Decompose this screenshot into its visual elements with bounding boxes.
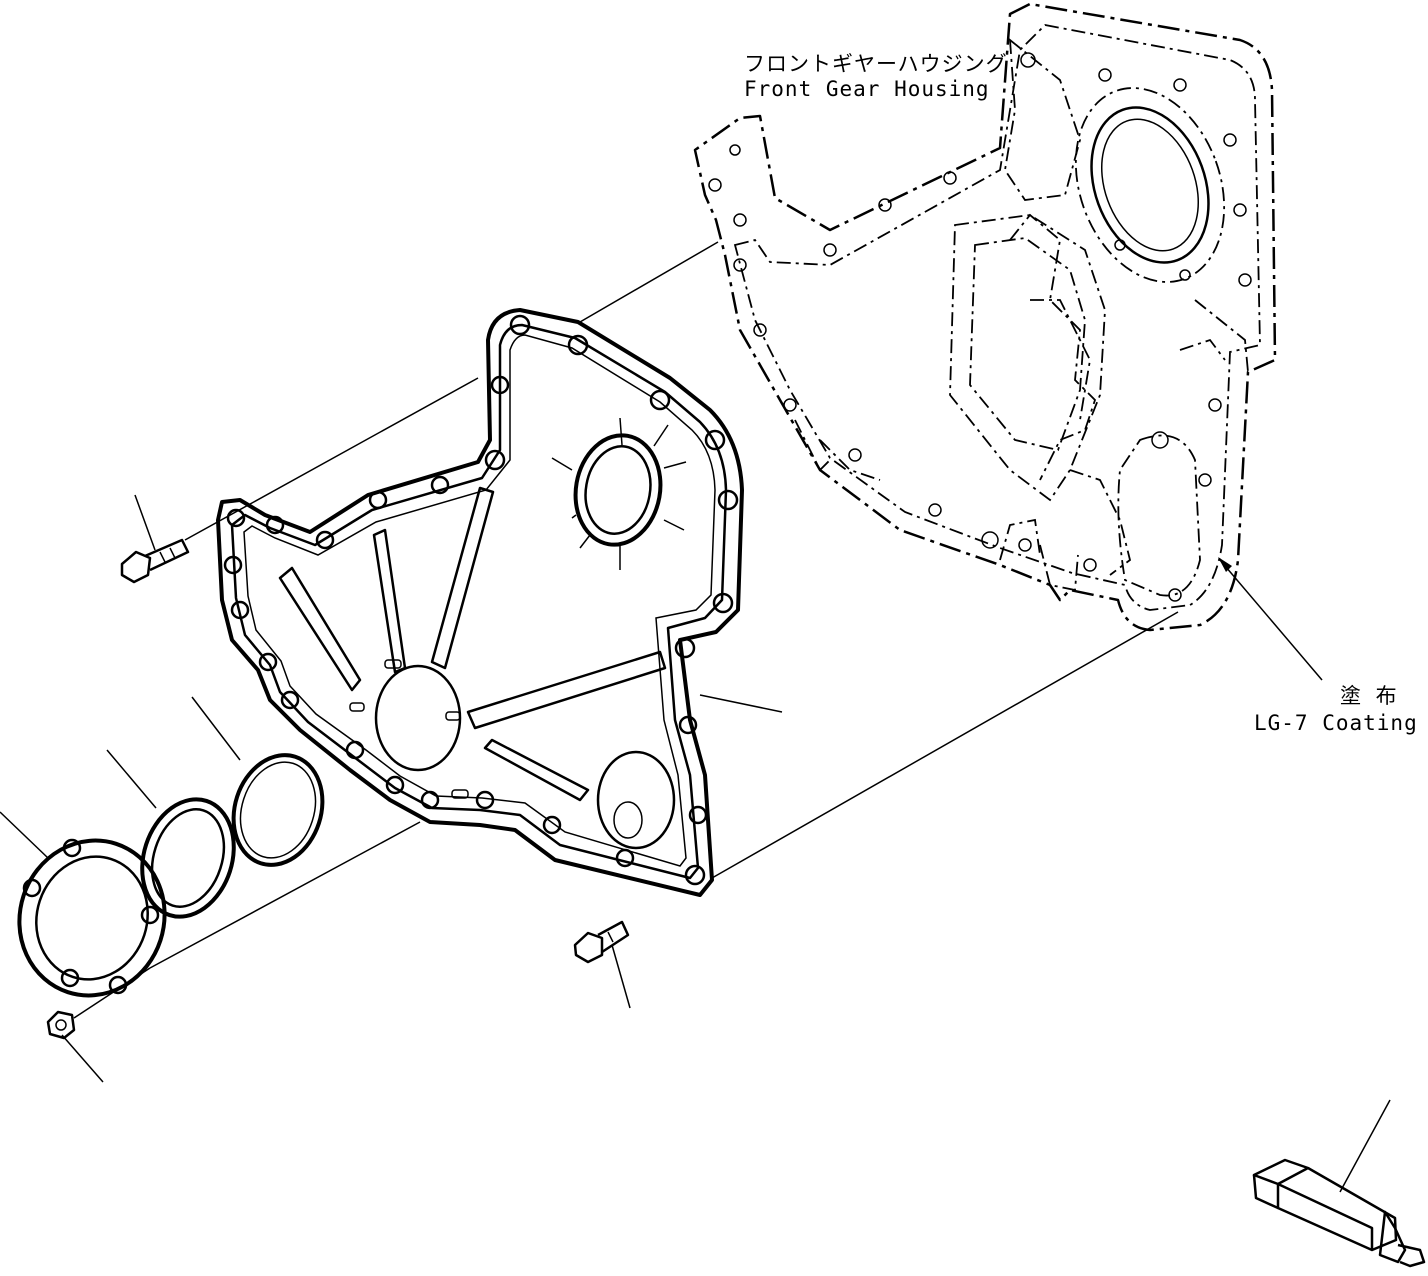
front-gear-cover: [216, 308, 744, 897]
bolt-lower: [573, 920, 630, 964]
label-coating-jp: 塗 布: [1340, 684, 1398, 708]
nut: [46, 1010, 76, 1040]
installation-tool: [1252, 1158, 1426, 1268]
wear-sleeve: [231, 753, 325, 867]
seal-retainer: [17, 838, 167, 998]
front-gear-housing: [693, 2, 1277, 632]
oil-seal: [140, 797, 236, 919]
leader-lines: [0, 241, 1391, 1193]
bolt-upper: [120, 538, 190, 584]
label-front-gear-housing-en: Front Gear Housing: [744, 77, 990, 101]
label-front-gear-housing-jp: フロントギヤーハウジング: [744, 52, 1008, 76]
label-coating-en: LG-7 Coating: [1254, 711, 1418, 735]
